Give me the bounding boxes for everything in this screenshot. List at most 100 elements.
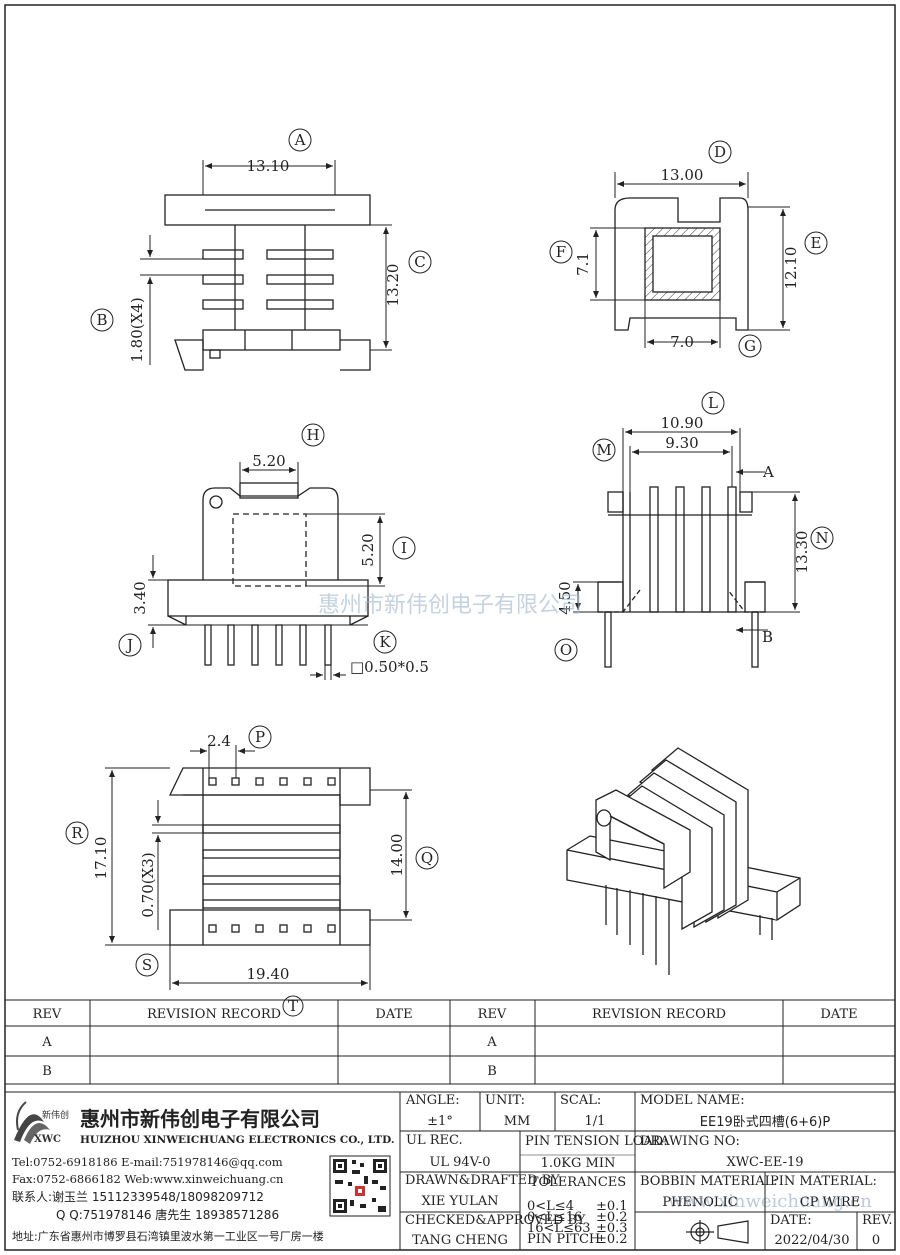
label-a: A [294,131,306,149]
top-view-dims [140,160,392,365]
sheet-border [4,4,896,1251]
angle-value: ±1° [427,1114,453,1129]
logo-en: XWC [34,1134,61,1145]
tol-value-1: ±0.1 [596,1199,628,1214]
ul-label: UL REC. [406,1133,463,1148]
label-t: T [288,997,298,1015]
dim-p: 2.4 [207,732,231,750]
tol-range-2: 0<L≤16 [527,1210,582,1225]
front-view [167,482,369,666]
dim-d: 13.00 [661,166,704,184]
angle-label: ANGLE: [405,1093,460,1108]
tol-range-1: 0<L≤4 [527,1199,574,1214]
label-f: F [556,243,566,261]
bobbin-label: BOBBIN MATERIAL: [640,1174,778,1189]
label-section-a: A [762,463,774,481]
tol-value-4: ±0.2 [596,1232,628,1247]
dim-h: 5.20 [252,452,285,470]
tol-value-2: ±0.2 [596,1210,628,1225]
drawn-label: DRAWN&DRAFTED BY [405,1173,560,1188]
label-i: I [401,539,407,557]
dim-s: 19.40 [247,965,290,983]
drawn-value: XIE YULAN [422,1194,499,1209]
company-qq: Q Q:751978146 唐先生 18938571286 [56,1207,279,1222]
title-block-grid [5,1091,895,1250]
rev-row-b-1: B [42,1064,52,1079]
logo-cn: 新伟创 [42,1109,69,1121]
rev-row-a-2: A [486,1035,497,1050]
label-j: J [125,636,133,654]
dim-l: 10.90 [661,414,704,432]
dim-n: 13.30 [793,531,811,574]
label-r: R [71,824,83,842]
company-name-cn: 惠州市新伟创电子有限公司 [80,1107,320,1131]
date-value: 2022/04/30 [775,1233,850,1248]
qr-code [329,1155,391,1217]
label-b: B [96,311,107,329]
date-label: DATE: [770,1213,812,1228]
dim-b: 1.80(X4) [128,297,146,362]
dim-q: 14.00 [388,834,406,877]
side-view [614,197,749,331]
unit-value: MM [504,1114,531,1129]
unit-label: UNIT: [485,1093,525,1108]
dim-r: 17.10 [92,837,110,880]
scale-value: 1/1 [585,1114,606,1129]
bobbin-value: PHENOLIC [662,1195,737,1210]
label-k: K [379,633,391,651]
scale-label: SCAL: [560,1093,601,1108]
label-l: L [708,394,718,412]
dim-c: 13.20 [384,264,402,307]
company-name-en: HUIZHOU XINWEICHUANG ELECTRONICS CO., LT… [80,1134,395,1146]
rev-header-1: REV [33,1007,62,1022]
company-fax: Fax:0752-6866182 Web:www.xinweichuang.cn [12,1172,284,1186]
pin-tension-label: PIN TENSION LOAD: [525,1134,668,1149]
checked-value: TANG CHENG [412,1233,508,1248]
right-view-dims [573,428,800,633]
ul-value: UL 94V-0 [429,1155,490,1170]
tol-range-3: 16<L≤63 [527,1221,591,1236]
tol-range-4: PIN PITCH [527,1232,600,1247]
company-logo [14,1101,50,1144]
label-e: E [811,234,822,252]
pin-material-value: CP WIRE [800,1195,861,1210]
dim-m: 9.30 [665,434,698,452]
dim-a: 13.10 [247,157,290,175]
rev-header-2: REV [478,1007,507,1022]
label-n: N [815,529,828,547]
pin-tension-value: 1.0KG MIN [541,1156,616,1171]
dim-g: 7.0 [670,333,694,351]
watermark-company: 惠州市新伟创电子有限公司 [318,593,582,618]
watermark-web: www.xinweichuang.cn [668,1191,872,1212]
dim-q2: 0.70(X3) [139,852,157,917]
label-q: Q [421,849,433,867]
dim-i: 5.20 [359,533,377,566]
tolerances-label: TOLERANCES [530,1175,626,1190]
projection-symbol [686,1220,749,1244]
model-value: EE19卧式四槽(6+6)P [700,1115,831,1130]
side-view-dims [590,172,790,348]
dim-k: □0.50*0.5 [350,658,429,676]
drawing-no-value: XWC-EE-19 [726,1155,803,1170]
company-tel: Tel:0752-6918186 E-mail:751978146@qq.com [12,1155,283,1169]
label-g: G [744,337,756,355]
isometric-view [566,747,801,975]
dim-j: 3.40 [131,581,149,614]
dim-o: 4.50 [556,581,574,614]
label-section-b: B [762,628,773,646]
rev-row-b-2: B [487,1064,497,1079]
pin-material-label: PIN MATERIAL: [770,1174,877,1189]
rev-record-header-1: REVISION RECORD [147,1007,281,1022]
label-d: D [714,143,726,161]
dim-f: 7.1 [574,252,592,276]
rev-label: REV. [862,1213,893,1228]
label-o: O [560,641,572,659]
label-m: M [596,441,611,459]
rev-record-header-2: REVISION RECORD [592,1007,726,1022]
label-h: H [306,426,319,444]
company-contact: 联系人:谢玉兰 15112339548/18098209712 [12,1189,264,1204]
rev-row-a-1: A [41,1035,52,1050]
checked-label: CHECKED&APPROVED BY [405,1213,586,1228]
tol-value-3: ±0.3 [596,1221,628,1236]
